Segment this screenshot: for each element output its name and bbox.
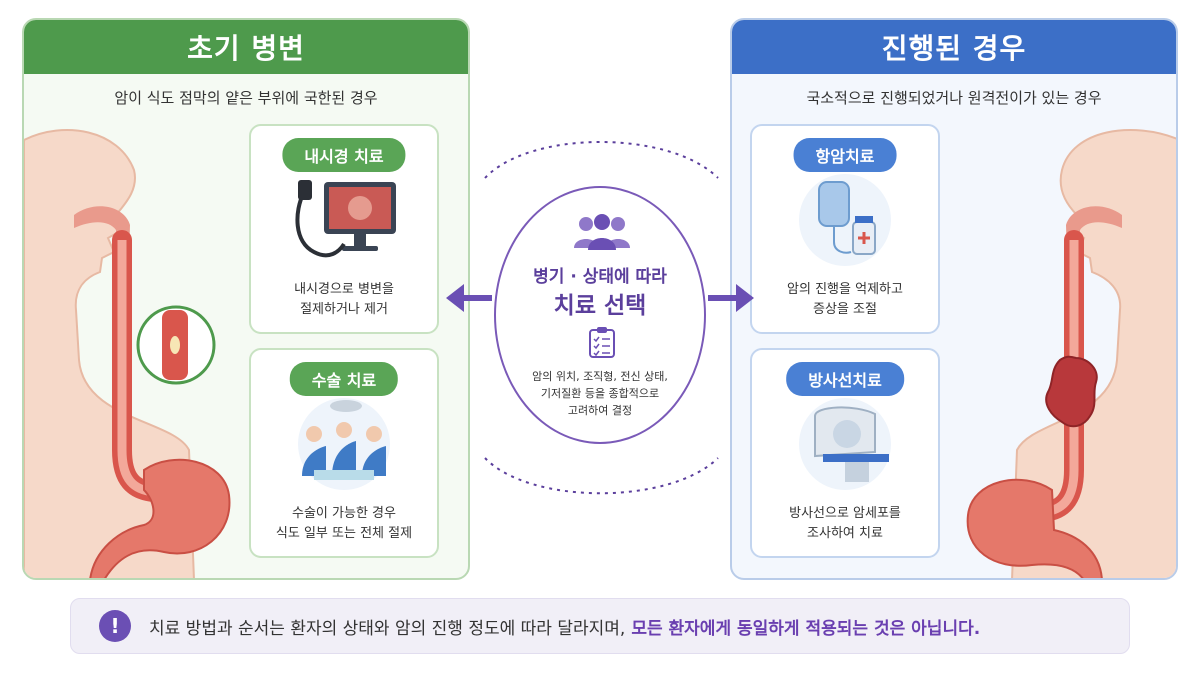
endoscope-icon (295, 180, 396, 258)
early-lesion-subtitle: 암이 식도 점막의 얕은 부위에 국한된 경우 (114, 89, 378, 107)
stomach-shape-right (966, 478, 1103, 578)
bottom-dotted-arc (484, 457, 719, 495)
treatment-selection-center: 병기 · 상태에 따라 치료 선택 암의 위치, 조직형, 전신 상태, 기저질… (494, 186, 706, 444)
endoscopy-label: 내시경 치료 (282, 138, 406, 172)
endoscopy-card: 내시경 치료 내시경으로 병변을 절제하거나 제거 (249, 124, 439, 334)
top-dotted-arc (484, 141, 719, 179)
surgery-team-icon (298, 398, 390, 490)
advanced-esophagus-illustration (966, 129, 1176, 578)
radiation-machine-icon (799, 398, 891, 490)
exclamation-icon: ! (99, 610, 131, 642)
early-lesion-title: 초기 병변 (24, 20, 468, 74)
right-arrow (708, 284, 754, 312)
people-group-icon (574, 214, 630, 250)
disclaimer-note: ! 치료 방법과 순서는 환자의 상태와 암의 진행 정도에 따라 달라지며, … (70, 598, 1130, 654)
endoscopy-desc-1: 내시경으로 병변을 (294, 282, 394, 297)
advanced-title: 진행된 경우 (732, 20, 1176, 74)
left-arrow (446, 284, 492, 312)
center-heading-line2: 치료 선택 (553, 293, 647, 319)
early-lesion-panel: 초기 병변 암이 식도 점막의 얕은 부위에 국한된 경우 내시경 치료 내시경… (22, 18, 470, 580)
early-esophagus-illustration (24, 129, 231, 578)
chemotherapy-desc-2: 증상을 조절 (813, 302, 877, 317)
radiation-desc-1: 방사선으로 암세포를 (789, 506, 901, 521)
surgery-desc-2: 식도 일부 또는 전체 절제 (275, 526, 413, 541)
center-desc-3: 고려하여 결정 (567, 404, 633, 417)
advanced-tumor (1045, 355, 1098, 428)
surgery-desc-1: 수술이 가능한 경우 (292, 506, 396, 521)
chemotherapy-label: 항암치료 (793, 138, 897, 172)
disclaimer-text: 치료 방법과 순서는 환자의 상태와 암의 진행 정도에 따라 달라지며, (149, 618, 626, 639)
advanced-subtitle: 국소적으로 진행되었거나 원격전이가 있는 경우 (806, 89, 1102, 107)
radiation-desc-2: 조사하여 치료 (807, 526, 883, 541)
disclaimer-highlight: 모든 환자에게 동일하게 적용되는 것은 아닙니다. (631, 618, 981, 639)
center-desc-2: 기저질환 등을 종합적으로 (540, 387, 660, 400)
iv-bag-icon (799, 174, 891, 266)
chemotherapy-desc-1: 암의 진행을 억제하고 (787, 282, 903, 297)
center-desc-1: 암의 위치, 조직형, 전신 상태, (532, 370, 668, 383)
surgery-label: 수술 치료 (289, 362, 399, 396)
radiation-card: 방사선치료 방사선으로 암세포를 조사하여 치료 (750, 348, 940, 558)
clipboard-checklist-icon (589, 327, 615, 358)
endoscopy-desc-2: 절제하거나 제거 (300, 302, 388, 317)
advanced-panel: 진행된 경우 국소적으로 진행되었거나 원격전이가 있는 경우 항암치료 암의 … (730, 18, 1178, 580)
center-heading-line1: 병기 · 상태에 따라 (533, 267, 667, 287)
early-lesion-spot (170, 336, 180, 354)
chemotherapy-card: 항암치료 암의 진행을 억제하고 증상을 조절 (750, 124, 940, 334)
radiation-label: 방사선치료 (786, 362, 904, 396)
stomach-shape (89, 458, 231, 578)
surgery-card: 수술 치료 수술이 가능한 경우 식도 일부 또는 전체 절제 (249, 348, 439, 558)
